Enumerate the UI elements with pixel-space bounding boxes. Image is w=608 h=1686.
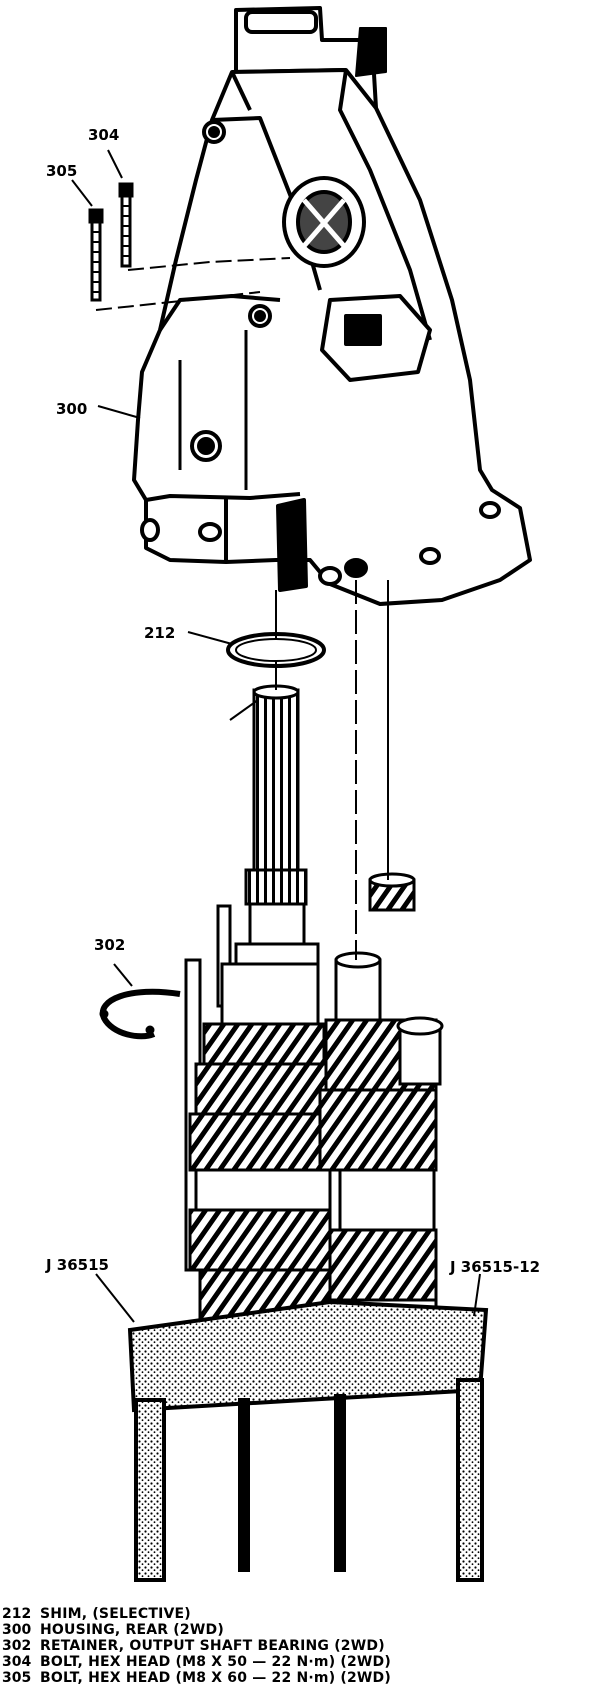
legend-row: 212 SHIM, (SELECTIVE) — [0, 1606, 608, 1622]
callout-tool-j36515-12: J 36515-12 — [449, 1258, 540, 1276]
legend-number: 212 — [2, 1606, 32, 1622]
legend-description: RETAINER, OUTPUT SHAFT BEARING (2WD) — [40, 1638, 385, 1654]
callout-212: 212 — [144, 624, 175, 642]
output-shaft — [234, 684, 320, 970]
legend-row: 305 BOLT, HEX HEAD (M8 X 60 — 22 N·m) (2… — [0, 1670, 608, 1686]
bolt-304 — [118, 182, 134, 268]
rear-housing — [132, 6, 532, 606]
gear-cluster — [184, 904, 444, 1342]
legend-number: 300 — [2, 1622, 32, 1638]
callout-302: 302 — [94, 936, 125, 954]
legend-number: 302 — [2, 1638, 32, 1654]
holding-fixture — [127, 1299, 489, 1582]
legend-number: 305 — [2, 1670, 32, 1686]
legend-row: 304 BOLT, HEX HEAD (M8 X 50 — 22 N·m) (2… — [0, 1654, 608, 1670]
legend-row: 302 RETAINER, OUTPUT SHAFT BEARING (2WD) — [0, 1638, 608, 1654]
bolt-305 — [88, 208, 104, 302]
retainer-302 — [99, 988, 181, 1040]
bearing-cup — [368, 872, 416, 912]
callout-305: 305 — [46, 162, 77, 180]
callout-304: 304 — [88, 126, 119, 144]
callout-300: 300 — [56, 400, 87, 418]
legend-row: 300 HOUSING, REAR (2WD) — [0, 1622, 608, 1638]
legend-description: HOUSING, REAR (2WD) — [40, 1622, 224, 1638]
legend-description: SHIM, (SELECTIVE) — [40, 1606, 191, 1622]
legend-number: 304 — [2, 1654, 32, 1670]
parts-legend: 212 SHIM, (SELECTIVE) 300 HOUSING, REAR … — [0, 1606, 608, 1686]
leader-lines — [71, 149, 481, 1323]
legend-description: BOLT, HEX HEAD (M8 X 50 — 22 N·m) (2WD) — [40, 1654, 391, 1670]
callout-tool-j36515: J 36515 — [45, 1256, 109, 1274]
legend-description: BOLT, HEX HEAD (M8 X 60 — 22 N·m) (2WD) — [40, 1670, 391, 1686]
